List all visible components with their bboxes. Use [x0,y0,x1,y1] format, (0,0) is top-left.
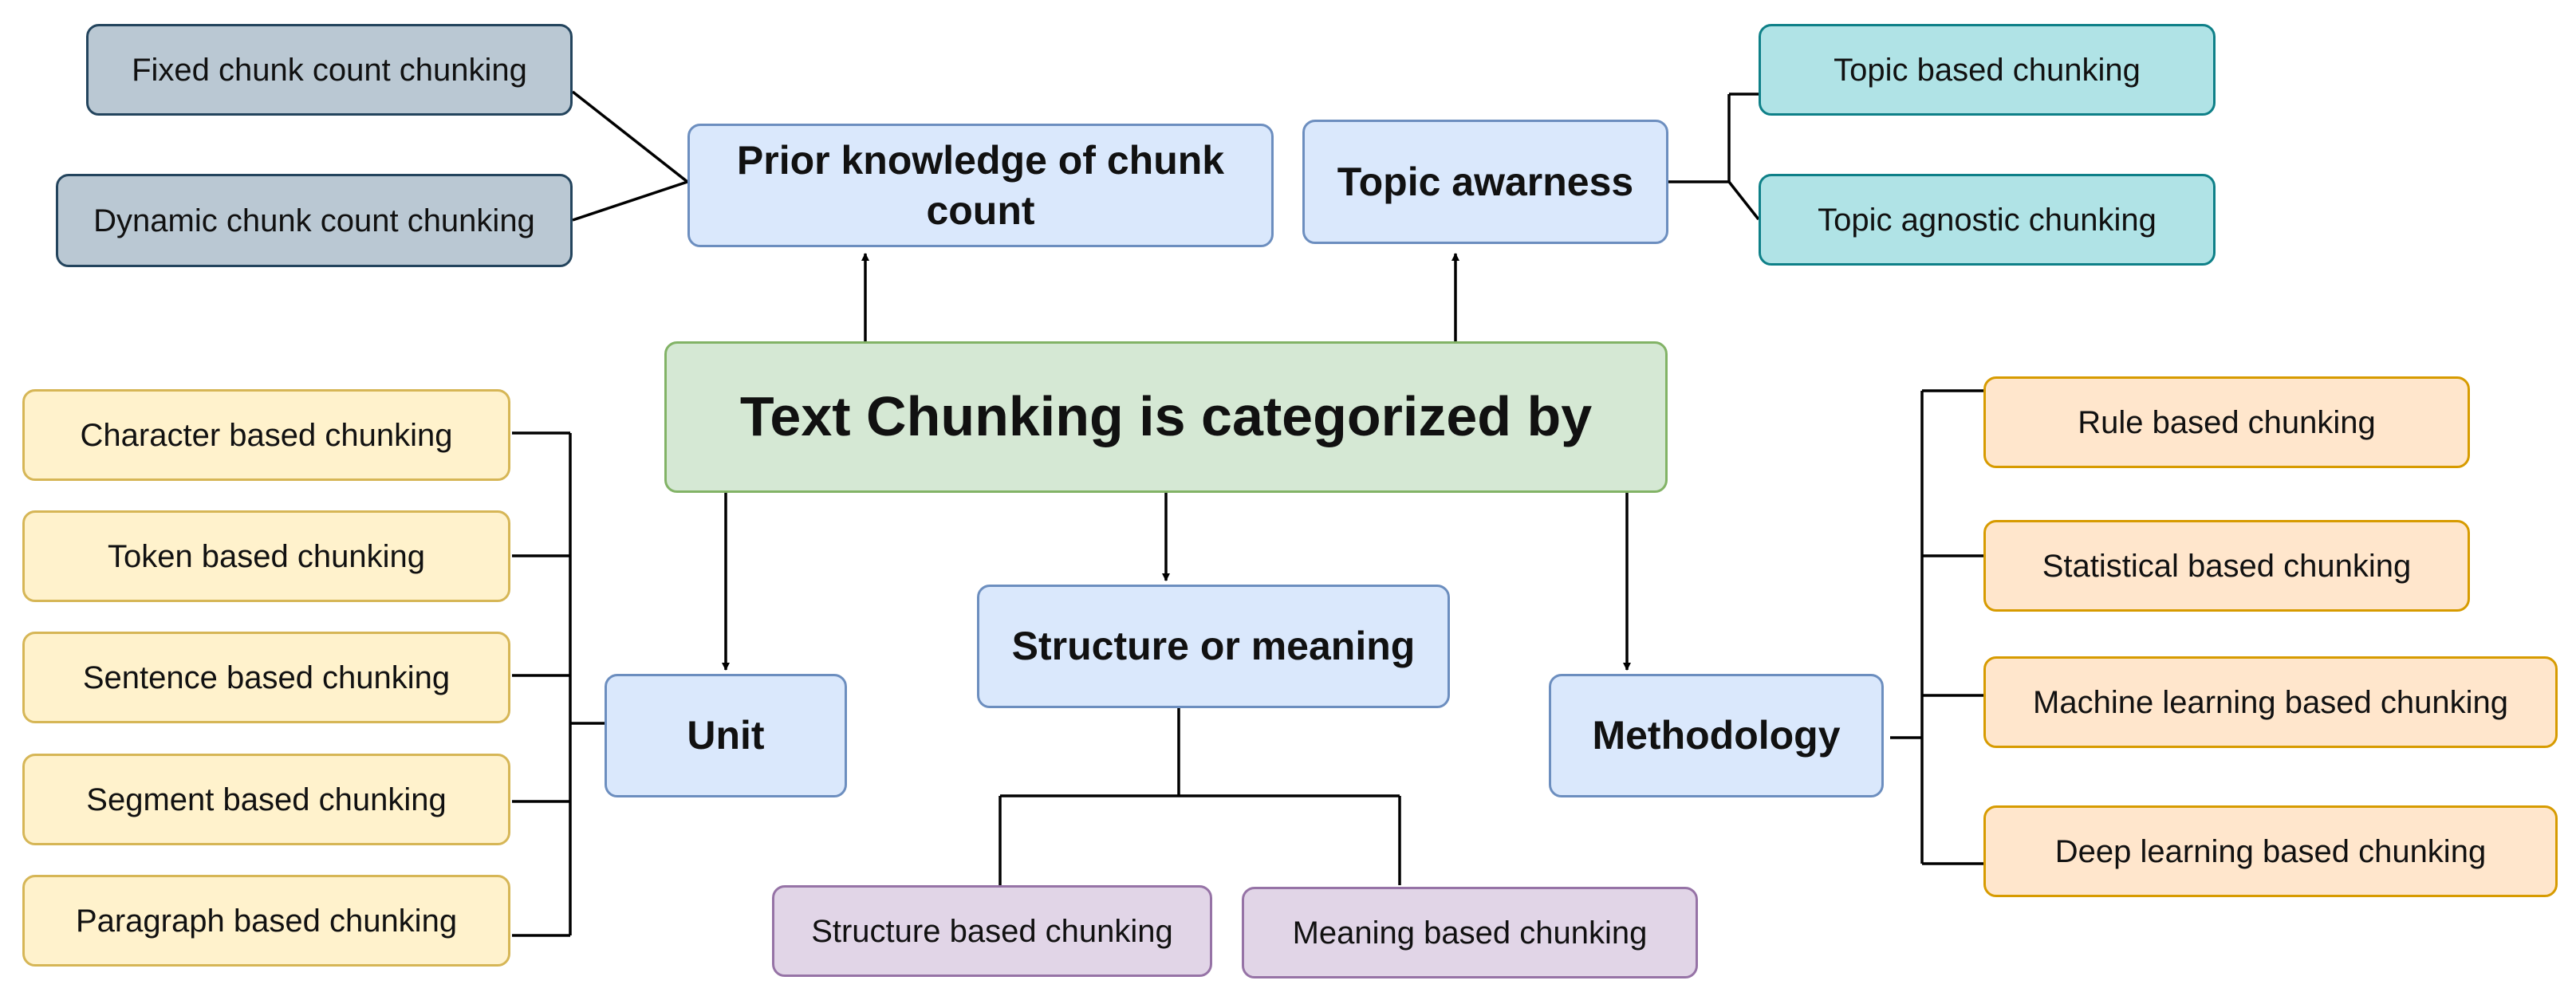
leaf-label: Statistical based chunking [2042,548,2412,584]
center-label: Text Chunking is categorized by [739,385,1593,448]
link-structure-leaves [998,708,1401,885]
link-fixed-chunk [571,90,689,183]
leaf-sentence-based: Sentence based chunking [22,632,510,723]
leaf-label: Fixed chunk count chunking [132,52,527,88]
category-prior-knowledge: Prior knowledge of chunk count [687,124,1274,247]
leaf-character-based: Character based chunking [22,389,510,481]
link-topic-leaves [1668,93,1760,221]
leaf-label: Machine learning based chunking [2033,684,2508,720]
leaf-dynamic-chunk-count: Dynamic chunk count chunking [56,174,573,267]
category-methodology-label: Methodology [1592,713,1841,758]
category-structure-or-meaning: Structure or meaning [977,585,1450,708]
category-methodology: Methodology [1549,674,1884,797]
leaf-structure-based: Structure based chunking [772,885,1212,977]
leaf-label: Meaning based chunking [1292,915,1648,951]
leaf-label: Dynamic chunk count chunking [93,203,535,238]
leaf-label: Rule based chunking [2078,404,2376,440]
leaf-label: Segment based chunking [86,782,447,817]
leaf-topic-based: Topic based chunking [1759,24,2216,116]
leaf-deep-learning-based: Deep learning based chunking [1983,805,2558,897]
leaf-fixed-chunk-count: Fixed chunk count chunking [86,24,573,116]
center-node: Text Chunking is categorized by [664,341,1668,493]
leaf-label: Deep learning based chunking [2054,833,2487,869]
category-unit: Unit [605,674,847,797]
leaf-statistical-based: Statistical based chunking [1983,520,2470,612]
category-prior-knowledge-label: Prior knowledge of chunk count [736,138,1225,233]
leaf-label: Token based chunking [107,538,426,574]
category-structure-label: Structure or meaning [1011,624,1416,669]
category-topic-awareness: Topic awarness [1302,120,1668,244]
leaf-label: Character based chunking [80,417,453,453]
leaf-rule-based: Rule based chunking [1983,376,2470,468]
leaf-meaning-based: Meaning based chunking [1242,887,1698,978]
link-methodology-leaves [1890,389,1983,865]
link-unit-leaves [512,431,605,937]
leaf-paragraph-based: Paragraph based chunking [22,875,510,967]
leaf-topic-agnostic: Topic agnostic chunking [1759,174,2216,266]
leaf-label: Paragraph based chunking [75,903,458,939]
leaf-token-based: Token based chunking [22,510,510,602]
category-topic-awareness-label: Topic awarness [1337,159,1634,204]
link-dynamic-chunk [572,180,688,222]
leaf-segment-based: Segment based chunking [22,754,510,845]
leaf-label: Sentence based chunking [82,660,451,695]
leaf-machine-learning-based: Machine learning based chunking [1983,656,2558,748]
leaf-label: Topic based chunking [1834,52,2141,88]
leaf-label: Structure based chunking [811,913,1173,949]
category-unit-label: Unit [687,713,765,758]
leaf-label: Topic agnostic chunking [1818,202,2157,238]
